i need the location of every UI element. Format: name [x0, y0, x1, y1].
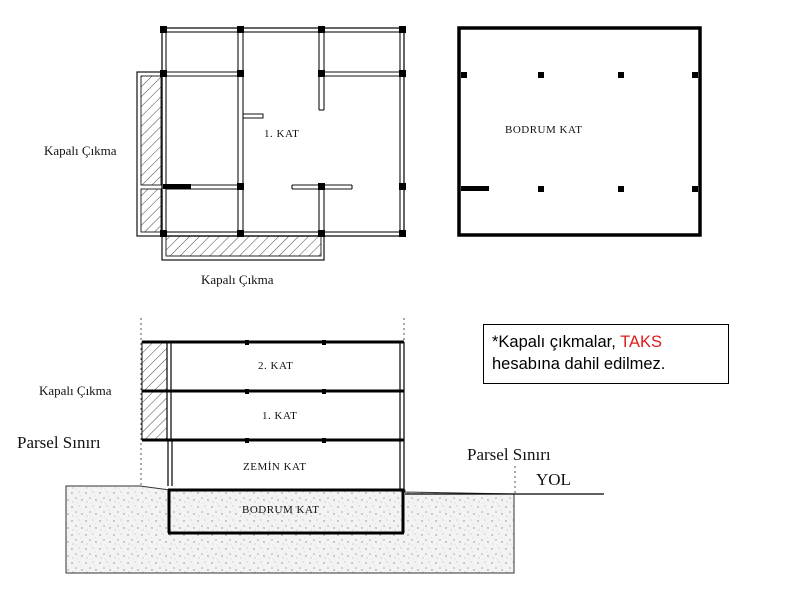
plan-1-kat: 1. KAT — [136, 26, 406, 261]
left-cikma-outline — [136, 71, 163, 237]
soil-ground — [65, 485, 515, 574]
section-view: 2. KAT 1. KAT ZEMİN KAT BODRUM KAT — [65, 318, 604, 574]
plan-1-columns — [160, 26, 406, 237]
note-taks-highlight: TAKS — [620, 333, 662, 351]
note-suffix: hesabına dahil edilmez. — [492, 355, 666, 373]
taks-note-box: *Kapalı çıkmalar, TAKS hesabına dahil ed… — [483, 324, 729, 384]
bodrum-beam — [461, 186, 489, 191]
section-1kat-label: 1. KAT — [262, 410, 297, 422]
section-zemin-label: ZEMİN KAT — [243, 461, 306, 473]
parsel-siniri-right-label: Parsel Sınırı — [467, 445, 551, 464]
left-cikma-hatch-top — [140, 75, 162, 186]
kapali-cikma-plan-left-label: Kapalı Çıkma — [44, 143, 117, 158]
section-walls — [166, 342, 405, 533]
kapali-cikma-section-label: Kapalı Çıkma — [39, 383, 112, 398]
section-bodrum-label: BODRUM KAT — [242, 504, 319, 516]
section-column-ticks — [245, 340, 326, 443]
plan-1-kat-label: 1. KAT — [264, 128, 299, 140]
bodrum-outer-wall — [457, 26, 702, 237]
section-2kat-label: 2. KAT — [258, 360, 293, 372]
plan-bodrum-kat: BODRUM KAT — [457, 26, 702, 237]
plan-bodrum-label: BODRUM KAT — [505, 124, 582, 136]
floor-slabs — [142, 340, 404, 535]
parsel-siniri-left-label: Parsel Sınırı — [17, 433, 101, 452]
yol-label: YOL — [536, 470, 571, 489]
bodrum-columns — [461, 72, 698, 192]
note-prefix: *Kapalı çıkmalar, — [492, 333, 621, 351]
bottom-cikma-hatch — [165, 235, 322, 257]
plan-1-inner-wall — [165, 31, 401, 233]
kapali-cikma-plan-bottom-label: Kapalı Çıkma — [201, 272, 274, 287]
plan-1-beam — [163, 184, 191, 189]
left-cikma-hatch-bottom — [140, 188, 162, 233]
